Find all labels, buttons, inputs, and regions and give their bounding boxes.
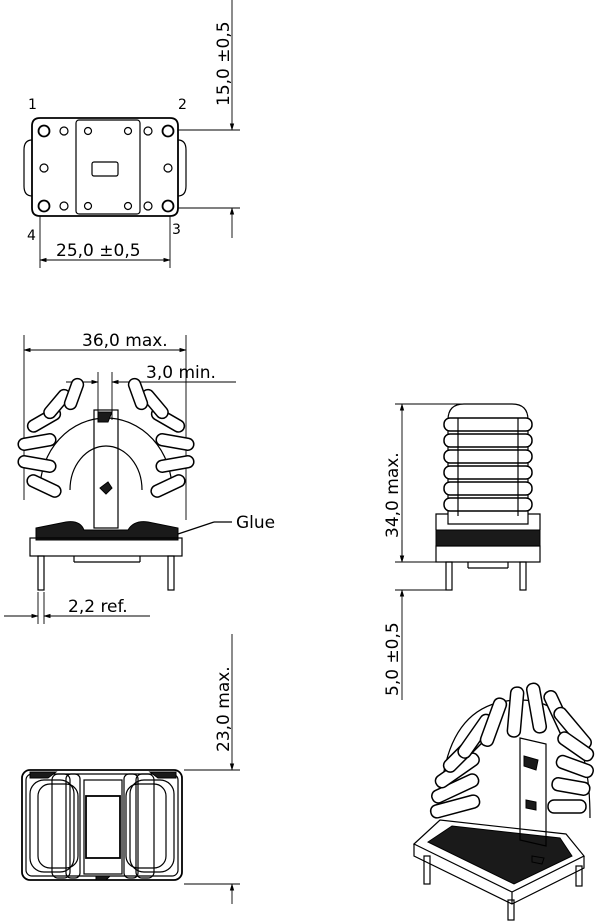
bottom-height-dimension-label: 23,0 max. [214,666,234,752]
pin-holes [37,124,175,213]
front-width-dimension-label: 36,0 max. [82,331,168,351]
side-view: 34,0 max. 5,0 ±0,5 [383,403,541,700]
glue-label: Glue [236,513,275,533]
front-pins [37,555,175,591]
top-view: 1 2 3 4 15,0 ±0,5 25,0 ±0,5 [23,0,240,268]
side-height-dimension-label: 34,0 max. [383,452,403,538]
perspective-view [412,682,595,921]
pin-label-1: 1 [28,97,37,113]
pin-label-4: 4 [27,228,36,244]
toroid-coil [17,377,195,529]
perspective-pins [423,855,583,921]
front-view: 36,0 max. 3,0 min. [4,331,275,624]
pin-label-2: 2 [178,97,187,113]
depth-dimension-label: 15,0 ±0,5 [214,21,234,106]
pin-length-dimension-label: 5,0 ±0,5 [383,622,403,696]
width-dimension-label: 25,0 ±0,5 [56,241,141,261]
gap-dimension-label: 3,0 min. [146,363,216,383]
pin-diameter-label: 2,2 ref. [68,597,128,617]
pin-label-3: 3 [172,222,181,238]
bottom-view: 23,0 max. [21,634,240,904]
